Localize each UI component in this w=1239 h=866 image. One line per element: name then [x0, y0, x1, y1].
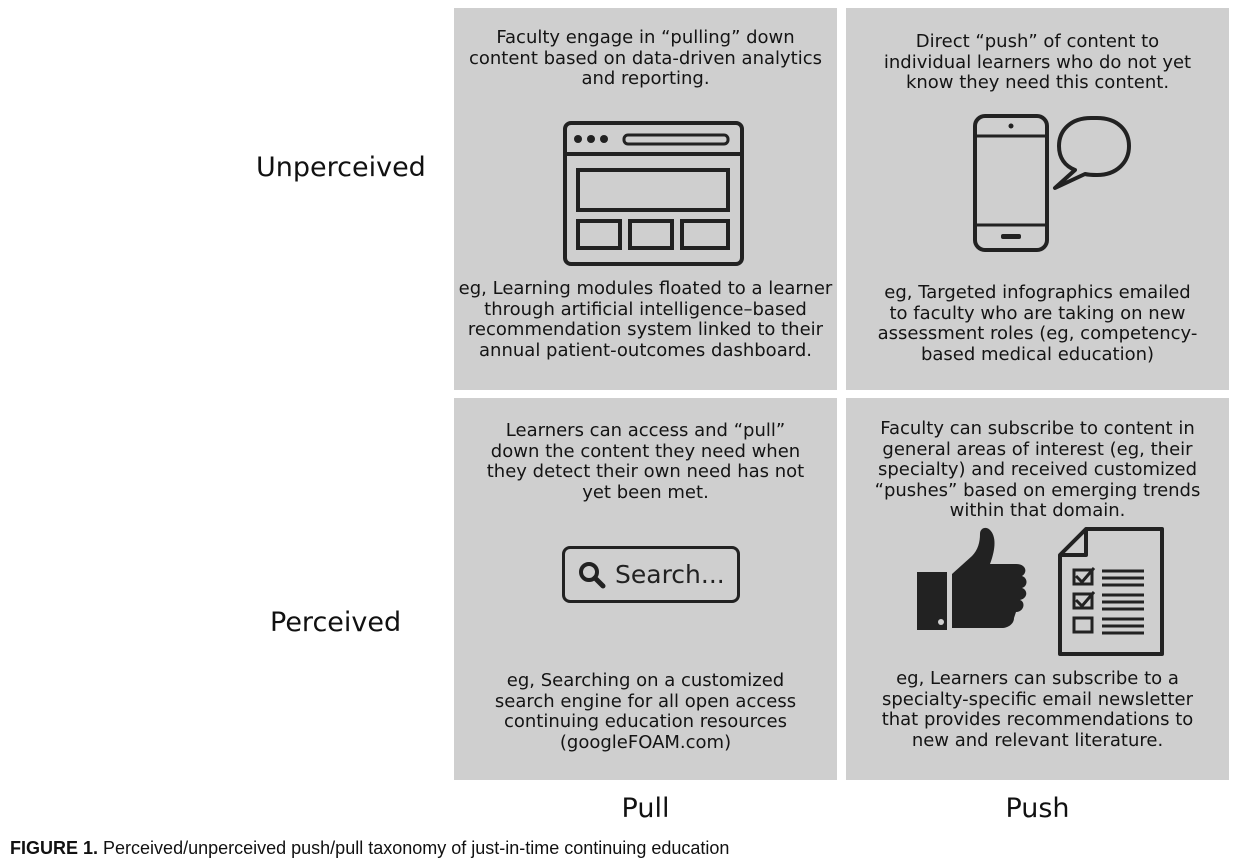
thumbs-up-icon — [917, 527, 1027, 630]
figure-caption-label: FIGURE 1. — [10, 838, 99, 858]
row-label-perceived: Perceived — [270, 607, 402, 638]
column-label-pull: Pull — [621, 793, 670, 824]
cell-example: eg, Searching on a customized search eng… — [494, 670, 797, 753]
checklist-document-icon — [1058, 527, 1164, 656]
column-label-push: Push — [1005, 793, 1070, 824]
browser-window-icon — [563, 121, 744, 266]
search-placeholder: Search... — [615, 560, 725, 589]
figure-caption: FIGURE 1. Perceived/unperceived push/pul… — [10, 838, 729, 859]
cell-description: Direct “push” of content to individual l… — [883, 31, 1192, 93]
smartphone-chat-icon — [973, 114, 1131, 252]
cell-description: Learners can access and “pull” down the … — [486, 420, 805, 503]
cell-unperceived-pull: Faculty engage in “pulling” down content… — [454, 8, 837, 390]
row-label-unperceived: Unperceived — [256, 152, 426, 183]
cell-description: Faculty can subscribe to content in gene… — [874, 418, 1201, 521]
magnifier-icon — [579, 561, 606, 588]
cell-perceived-push: Faculty can subscribe to content in gene… — [846, 398, 1229, 780]
cell-perceived-pull: Learners can access and “pull” down the … — [454, 398, 837, 780]
cell-example: eg, Learners can subscribe to a specialt… — [881, 668, 1194, 751]
figure-caption-text: Perceived/unperceived push/pull taxonomy… — [103, 838, 730, 858]
cell-example: eg, Learning modules floated to a learne… — [458, 278, 833, 361]
cell-example: eg, Targeted infographics emailed to fac… — [877, 282, 1198, 365]
cell-description: Faculty engage in “pulling” down content… — [468, 27, 822, 89]
cell-unperceived-push: Direct “push” of content to individual l… — [846, 8, 1229, 390]
search-bar-icon: Search... — [562, 546, 740, 603]
